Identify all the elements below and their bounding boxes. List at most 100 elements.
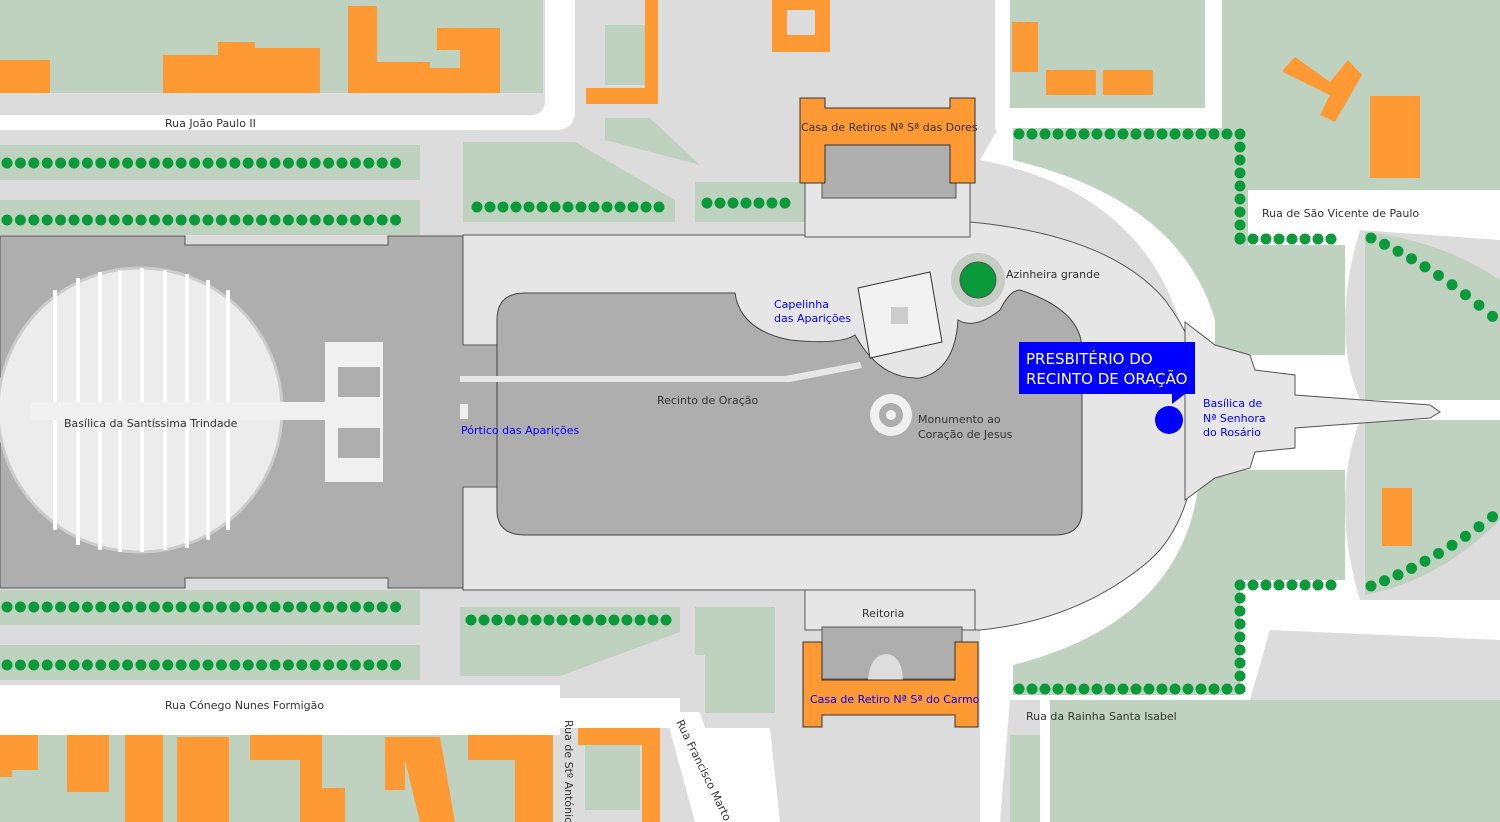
tree-icon [1182, 128, 1194, 140]
place-link[interactable]: Basílica de [1203, 397, 1262, 410]
tree-icon [1299, 579, 1311, 591]
tree-icon [523, 201, 535, 213]
tree-icon [108, 659, 120, 671]
tree-icon [634, 614, 646, 626]
tree-icon [517, 614, 529, 626]
tree-icon [569, 614, 581, 626]
marker-callout[interactable] [1019, 342, 1195, 394]
tree-icon [122, 157, 134, 169]
tree-icon [256, 659, 268, 671]
tree-icon [1273, 579, 1285, 591]
tree-icon [1078, 128, 1090, 140]
presbiterio-marker[interactable]: PRESBITÉRIO DO RECINTO DE ORAÇÃO [1019, 342, 1195, 434]
tree-icon [1234, 154, 1246, 166]
tree-icon [1312, 579, 1324, 591]
tree-icon [1273, 233, 1285, 245]
tree-icon [323, 157, 335, 169]
tree-icon [714, 197, 726, 209]
tree-icon [1026, 128, 1038, 140]
tree-icon [1143, 128, 1155, 140]
tree-icon [242, 157, 254, 169]
tree-icon [215, 157, 227, 169]
tree-icon [363, 157, 375, 169]
place-link[interactable]: Pórtico das Aparições [461, 424, 579, 437]
tree-icon [349, 157, 361, 169]
tree-icon [510, 201, 522, 213]
place-link[interactable]: das Aparições [774, 312, 851, 325]
tree-icon [1392, 245, 1404, 257]
tree-icon [215, 214, 227, 226]
tree-icon [1143, 683, 1155, 695]
tree-icon [1234, 605, 1246, 617]
tree-icon [229, 659, 241, 671]
tree-icon [282, 157, 294, 169]
tree-icon [269, 601, 281, 613]
tree-icon [1234, 219, 1246, 231]
street-label: Rua Cónego Nunes Formigão [165, 699, 324, 712]
tree-icon [148, 659, 160, 671]
tree-icon [135, 601, 147, 613]
tree-icon [175, 214, 187, 226]
place-label: Reitoria [862, 607, 904, 620]
tree-icon [390, 157, 402, 169]
tree-icon [242, 601, 254, 613]
tree-icon [497, 201, 509, 213]
tree-icon [242, 214, 254, 226]
tree-icon [1234, 180, 1246, 192]
tree-icon [282, 659, 294, 671]
tree-icon [148, 157, 160, 169]
tree-icon [1473, 521, 1485, 533]
tree-icon [229, 157, 241, 169]
tree-icon [627, 201, 639, 213]
tree-icon [229, 214, 241, 226]
tree-icon [1195, 683, 1207, 695]
tree-icon [376, 601, 388, 613]
tree-icon [1234, 579, 1246, 591]
casa-dores [799, 97, 976, 184]
tree-icon [1078, 683, 1090, 695]
tree-icon [363, 214, 375, 226]
place-link[interactable]: Casa de Retiro Nª Sª do Carmo [810, 693, 980, 706]
portico [460, 404, 468, 419]
tree-icon [41, 659, 53, 671]
tree-icon [1487, 310, 1498, 322]
tree-icon [601, 201, 613, 213]
tree-icon [148, 601, 160, 613]
tree-icon [28, 157, 40, 169]
tree-icon [1325, 579, 1337, 591]
street-label: Rua João Paulo II [165, 117, 256, 130]
place-link[interactable]: do Rosário [1203, 426, 1261, 439]
tree-icon [175, 659, 187, 671]
tree-icon [647, 614, 659, 626]
tree-icon [1433, 548, 1444, 559]
tree-icon [269, 214, 281, 226]
place-link[interactable]: Capelinha [774, 298, 829, 311]
tree-icon [1234, 683, 1246, 695]
location-pin-icon[interactable] [1155, 406, 1183, 434]
tree-icon [14, 214, 26, 226]
tree-icon [390, 659, 402, 671]
tree-icon [41, 214, 53, 226]
walkway [460, 362, 862, 382]
tree-icon [1, 157, 13, 169]
tree-icon [336, 214, 348, 226]
tree-icon [309, 659, 321, 671]
tree-icon [543, 614, 555, 626]
tree-icon [1460, 530, 1471, 542]
tree-icon [122, 601, 134, 613]
place-link[interactable]: Nª Senhora [1203, 412, 1266, 425]
tree-icon [14, 157, 26, 169]
tree-icon [1156, 128, 1168, 140]
tree-icon [122, 214, 134, 226]
street-label: Rua de Stº António [562, 720, 575, 822]
tree-icon [1013, 683, 1025, 695]
tree-icon [282, 214, 294, 226]
street-label: Rua da Rainha Santa Isabel [1026, 710, 1177, 723]
place-label[interactable]: Basílica da Santíssima Trindade [64, 417, 238, 430]
tree-icon [653, 201, 665, 213]
tree-icon [608, 614, 620, 626]
tree-icon [1, 214, 13, 226]
tree-icon [95, 214, 107, 226]
tree-icon [269, 659, 281, 671]
